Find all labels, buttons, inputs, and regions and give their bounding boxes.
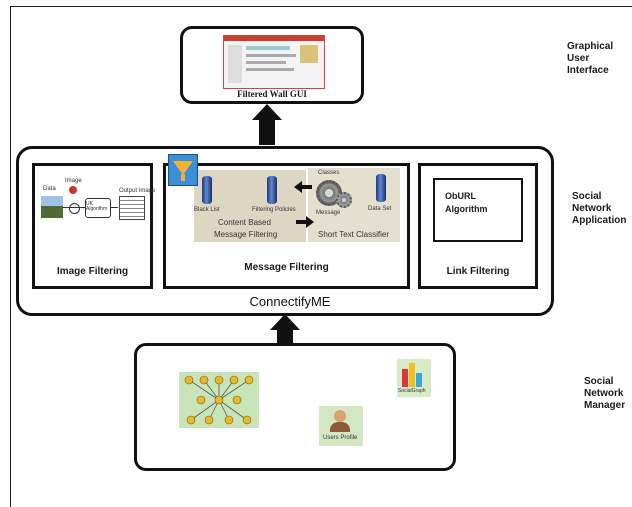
black-list-icon xyxy=(202,176,212,204)
data-text: Data xyxy=(43,186,56,192)
social-graph-label: SocialGraph xyxy=(398,388,426,394)
gear-small-icon xyxy=(336,192,352,208)
data-set-label: Data Set xyxy=(368,206,392,212)
message-filtering-box: Black List Filtering Policies Classes Me… xyxy=(163,163,410,289)
arrow-right-icon xyxy=(306,216,314,228)
classes-label: Classes xyxy=(318,170,340,176)
image-filtering-label: Image Filtering xyxy=(56,266,129,277)
short-text-classifier-label: Short Text Classifier xyxy=(318,230,389,239)
gears-icon xyxy=(316,180,342,206)
filtering-policies-icon xyxy=(267,176,277,204)
gui-title: Filtered Wall GUI xyxy=(237,89,307,99)
arrow-left-icon xyxy=(294,181,302,193)
uk-algorithm-text: UK Algorithm xyxy=(86,201,108,212)
content-based-label: Content Based xyxy=(218,218,271,227)
app-name: ConnectifyME xyxy=(249,294,331,309)
users-profile-icon: Users Profile xyxy=(319,406,363,446)
message-filtering-label: Message Filtering xyxy=(244,262,329,273)
gui-box: Filtered Wall GUI xyxy=(180,26,364,104)
social-network-graph xyxy=(179,372,259,428)
output-image-text: Output Image xyxy=(119,188,156,194)
data-set-icon xyxy=(376,174,386,202)
black-list-label: Black List xyxy=(194,207,220,213)
social-graph-icon: SocialGraph xyxy=(397,359,431,397)
filtering-policies-label: Filtering Policies xyxy=(252,207,296,213)
manager-box: Users Profile SocialGraph xyxy=(134,343,456,471)
users-profile-label: Users Profile xyxy=(323,435,358,441)
oburl-algorithm-box: ObURL Algorithm xyxy=(433,178,523,242)
link-filtering-box: ObURL Algorithm Link Filtering xyxy=(418,163,538,289)
message-label: Message xyxy=(316,210,341,216)
image-node xyxy=(69,186,77,194)
message-filtering-sublabel: Message Filtering xyxy=(214,230,278,239)
arrow-up-gui-head xyxy=(252,104,282,120)
gui-screenshot xyxy=(223,35,325,89)
arrow-up-gui-shaft xyxy=(259,119,275,145)
diagram-frame xyxy=(10,6,632,507)
output-image xyxy=(119,196,145,220)
uk-algorithm-node xyxy=(85,198,111,218)
landscape-thumbnail xyxy=(41,196,63,218)
arrow-up-app-head xyxy=(270,314,300,330)
oburl-algorithm-label: ObURL Algorithm xyxy=(445,191,488,214)
content-based-panel xyxy=(194,170,306,242)
side-label-app: Social Network Application xyxy=(572,191,627,226)
crosshair-icon xyxy=(69,203,80,214)
side-label-manager: Social Network Manager xyxy=(584,376,626,411)
image-filtering-box: Data Image UK Algorithm Output Image Ima… xyxy=(32,163,156,289)
link-filtering-label: Link Filtering xyxy=(446,266,510,277)
filter-funnel-icon xyxy=(168,154,198,186)
image-text: Image xyxy=(65,178,82,184)
arrow-up-app-shaft xyxy=(277,329,293,344)
side-label-gui: Graphical User Interface xyxy=(567,41,614,76)
